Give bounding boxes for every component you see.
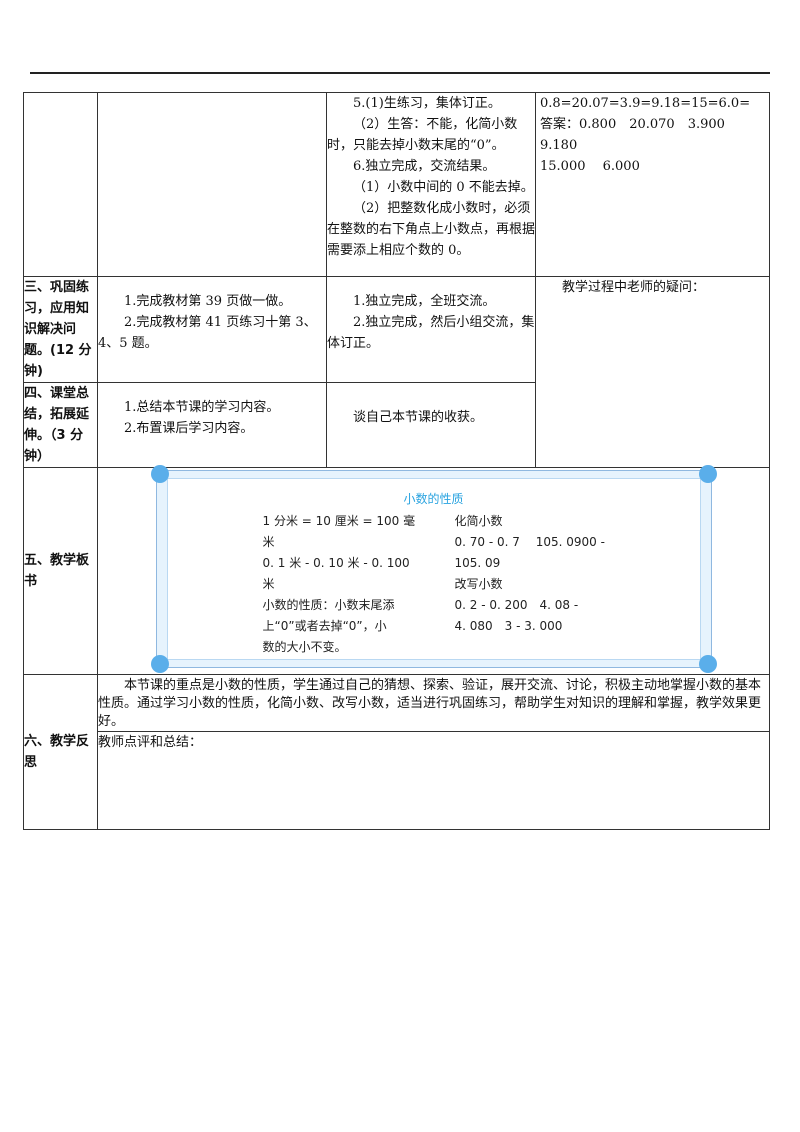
answer-line: 15.000 6.000 — [540, 159, 640, 174]
section4-student-cell: 谈自己本节课的收获。 — [326, 382, 536, 468]
answer-cell: 0.8=20.07=3.9=9.18=15=6.0= 答案：0.800 20.0… — [535, 92, 770, 277]
reflection-text: 本节课的重点是小数的性质，学生通过自己的猜想、探索、验证，展开交流、讨论，积极主… — [98, 678, 762, 729]
student-line: 谈自己本节课的收获。 — [353, 410, 484, 425]
section3-title: 三、巩固练习，应用知识解决问题。(12 分钟) — [23, 276, 98, 383]
board-line: 米 — [262, 577, 275, 591]
blackboard-panel — [166, 478, 701, 660]
teacher-activity-cell — [97, 92, 327, 277]
table-row-section5: 五、教学板书 小数的性质 1 分米 = 10 厘米 = 100 毫 米 0. 1… — [23, 465, 770, 675]
corner-ornament — [150, 655, 169, 673]
student-line: （1）小数中间的 0 不能去掉。 — [353, 180, 534, 195]
section5-title: 五、教学板书 — [23, 467, 98, 675]
student-line: 1.独立完成，全班交流。 — [353, 294, 496, 309]
teacher-line: 2.布置课后学习内容。 — [124, 421, 254, 436]
blackboard-frame: 小数的性质 1 分米 = 10 厘米 = 100 毫 米 0. 1 米 - 0.… — [150, 465, 717, 673]
teacher-line: 1.总结本节课的学习内容。 — [124, 400, 280, 415]
teacher-line: 2.完成教材第 41 页练习十第 3、4、5 题。 — [98, 315, 317, 351]
table-row-section3: 三、巩固练习，应用知识解决问题。(12 分钟) 1.完成教材第 39 页做一做。… — [23, 276, 770, 468]
section3-teacher-cell: 1.完成教材第 39 页做一做。 2.完成教材第 41 页练习十第 3、4、5 … — [97, 276, 327, 383]
board-title: 小数的性质 — [403, 492, 464, 506]
board-line: 0. 1 米 - 0. 10 米 - 0. 100 — [262, 556, 410, 570]
table-row-continued: 5.(1)生练习，集体订正。 （2）生答：不能，化简小数时，只能去掉小数末尾的“… — [23, 92, 770, 277]
board-line: 改写小数 — [454, 577, 503, 591]
comment-cell: 教师点评和总结： — [97, 731, 770, 830]
board-line: 0. 2 - 0. 200 4. 08 - — [454, 598, 579, 612]
teacher-question-label: 教学过程中老师的疑问： — [562, 280, 706, 295]
board-left-column: 1 分米 = 10 厘米 = 100 毫 米 0. 1 米 - 0. 10 米 … — [263, 511, 416, 658]
comment-label: 教师点评和总结： — [98, 735, 203, 750]
board-line: 上“0”或者去掉“0”，小 — [262, 619, 387, 633]
board-line: 数的大小不变。 — [262, 640, 347, 654]
student-line: 2.独立完成，然后小组交流，集体订正。 — [327, 315, 535, 351]
student-line: （2）生答：不能，化简小数时，只能去掉小数末尾的“0”。 — [327, 117, 518, 153]
corner-ornament — [698, 465, 717, 483]
section6-title: 六、教学反思 — [23, 674, 98, 830]
board-line: 4. 080 3 - 3. 000 — [454, 619, 563, 633]
teacher-question-cell: 教学过程中老师的疑问： — [535, 276, 770, 468]
board-line: 米 — [262, 535, 275, 549]
section-title-cell — [23, 92, 98, 277]
table-row-section4: 四、课堂总结，拓展延伸。（3 分钟） 1.总结本节课的学习内容。 2.布置课后学… — [23, 382, 770, 468]
board-cell: 小数的性质 1 分米 = 10 厘米 = 100 毫 米 0. 1 米 - 0.… — [97, 465, 770, 675]
section4-title: 四、课堂总结，拓展延伸。（3 分钟） — [23, 382, 98, 468]
teacher-line: 1.完成教材第 39 页做一做。 — [124, 294, 292, 309]
header-rule — [30, 72, 770, 74]
board-line: 小数的性质：小数末尾添 — [262, 598, 395, 612]
table-row-comment: 教师点评和总结： — [24, 731, 770, 830]
board-line: 105. 09 — [454, 556, 501, 570]
answer-line: 答案：0.800 20.070 3.900 9.180 — [540, 117, 738, 153]
student-line: （2）把整数化成小数时，必须在整数的右下角点上小数点，再根据需要添上相应个数的 … — [327, 201, 536, 258]
board-line: 1 分米 = 10 厘米 = 100 毫 — [262, 514, 416, 528]
corner-ornament — [698, 655, 717, 673]
table-row-section6: 六、教学反思 本节课的重点是小数的性质，学生通过自己的猜想、探索、验证，展开交流… — [23, 674, 770, 830]
corner-ornament — [150, 465, 169, 483]
board-right-column: 化简小数 0. 70 - 0. 7 105. 0900 - 105. 09 改写… — [455, 511, 605, 637]
student-line: 6.独立完成，交流结果。 — [353, 159, 496, 174]
board-line: 0. 70 - 0. 7 105. 0900 - — [454, 535, 605, 549]
student-activity-cell: 5.(1)生练习，集体订正。 （2）生答：不能，化简小数时，只能去掉小数末尾的“… — [326, 92, 536, 277]
section3-student-cell: 1.独立完成，全班交流。 2.独立完成，然后小组交流，集体订正。 — [326, 276, 536, 383]
board-line: 化简小数 — [454, 514, 503, 528]
lesson-plan-table: 5.(1)生练习，集体订正。 （2）生答：不能，化简小数时，只能去掉小数末尾的“… — [23, 92, 770, 830]
reflection-cell: 本节课的重点是小数的性质，学生通过自己的猜想、探索、验证，展开交流、讨论，积极主… — [97, 674, 770, 732]
student-line: 5.(1)生练习，集体订正。 — [353, 96, 501, 111]
answer-line: 0.8=20.07=3.9=9.18=15=6.0= — [540, 96, 751, 111]
section4-teacher-cell: 1.总结本节课的学习内容。 2.布置课后学习内容。 — [97, 382, 327, 468]
